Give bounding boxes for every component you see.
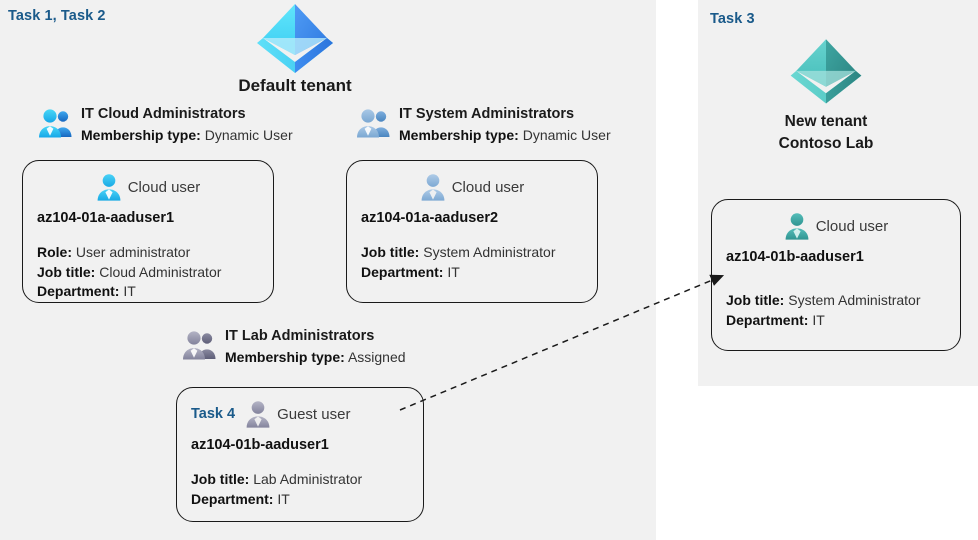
group-membership-value: Assigned <box>347 349 406 365</box>
group-membership-value: Dynamic User <box>204 127 293 143</box>
attr-label: Job title: <box>191 471 250 487</box>
group-name: IT Cloud Administrators <box>81 106 246 122</box>
group-it-lab-administrators: IT Lab Administrators Membership type: A… <box>182 326 406 368</box>
user-type-label: Cloud user <box>127 178 201 196</box>
group-name: IT Lab Administrators <box>225 328 375 344</box>
azure-tenant-icon <box>790 39 862 104</box>
group-membership-label: Membership type: <box>225 349 345 365</box>
cloud-user-icon <box>785 213 809 240</box>
attr-row: Job title: Cloud Administrator <box>37 263 259 283</box>
attr-row: Department: IT <box>191 490 409 510</box>
group-users-icon <box>39 109 72 138</box>
attr-label: Department: <box>37 283 120 299</box>
attr-value: User administrator <box>75 244 191 260</box>
user-principal-name: az104-01b-aaduser1 <box>191 437 329 453</box>
group-membership-type: Membership type: Assigned <box>225 347 406 368</box>
card-header: Task 4 Guest user <box>191 397 409 431</box>
user-principal-name: az104-01a-aaduser2 <box>361 210 499 226</box>
user-card-aaduser2[interactable]: Cloud user az104-01a-aaduser2 Job title:… <box>346 160 598 303</box>
attr-value: Cloud Administrator <box>99 263 222 280</box>
guest-user-icon <box>246 401 270 428</box>
group-name: IT System Administrators <box>399 106 575 122</box>
user-principal-name: az104-01a-aaduser1 <box>37 210 175 226</box>
task-label-1-2: Task 1, Task 2 <box>8 8 106 24</box>
new-tenant-name-line1: New tenant <box>784 113 868 130</box>
attr-value: System Administrator <box>423 244 556 260</box>
attr-value: Lab Administrator <box>253 471 363 487</box>
user-card-guest-aaduser1b[interactable]: Task 4 Guest user az104-01b-aaduser1 Job… <box>176 387 424 522</box>
user-principal-name: az104-01b-aaduser1 <box>726 249 864 265</box>
group-it-cloud-administrators: IT Cloud Administrators Membership type:… <box>38 104 293 146</box>
group-text: IT Cloud Administrators Membership type:… <box>81 104 293 146</box>
cloud-user-icon <box>421 174 445 201</box>
group-membership-label: Membership type: <box>399 127 519 143</box>
user-attributes: Role: User administrator Job title: Clou… <box>37 243 259 302</box>
attr-label: Job title: <box>726 292 785 308</box>
new-tenant-name-line2: Contoso Lab <box>778 135 874 152</box>
attr-value: IT <box>812 311 825 328</box>
attr-row: Role: User administrator <box>37 243 259 263</box>
new-tenant-block: New tenant Contoso Lab <box>736 35 916 155</box>
group-membership-type: Membership type: Dynamic User <box>399 125 611 146</box>
attr-row: Job title: System Administrator <box>361 243 583 263</box>
attr-row: Job title: Lab Administrator <box>191 470 409 490</box>
user-attributes: Job title: System Administrator Departme… <box>726 291 946 330</box>
group-membership-type: Membership type: Dynamic User <box>81 125 293 146</box>
user-attributes: Job title: Lab Administrator Department:… <box>191 470 409 509</box>
user-card-aaduser1[interactable]: Cloud user az104-01a-aaduser1 Role: User… <box>22 160 274 303</box>
attr-row: Department: IT <box>726 311 946 331</box>
group-membership-value: Dynamic User <box>522 127 611 143</box>
attr-label: Job title: <box>37 263 96 280</box>
attr-label: Department: <box>726 311 809 328</box>
attr-label: Department: <box>361 263 444 280</box>
cloud-user-icon <box>97 174 121 201</box>
user-type-label: Cloud user <box>451 178 525 196</box>
attr-label: Role: <box>37 244 72 260</box>
user-card-aaduser1b-new-tenant[interactable]: Cloud user az104-01b-aaduser1 Job title:… <box>711 199 961 351</box>
attr-row: Job title: System Administrator <box>726 291 946 311</box>
attr-row: Department: IT <box>361 263 583 283</box>
task-label-4: Task 4 <box>191 406 236 422</box>
attr-row: Department: IT <box>37 282 259 302</box>
group-membership-label: Membership type: <box>81 127 201 143</box>
user-attributes: Job title: System Administrator Departme… <box>361 243 583 282</box>
card-header: Cloud user <box>361 170 583 204</box>
group-it-system-administrators: IT System Administrators Membership type… <box>356 104 611 146</box>
task-label-3: Task 3 <box>710 11 755 27</box>
default-tenant-name: Default tenant <box>238 76 352 95</box>
attr-label: Job title: <box>361 244 420 260</box>
group-users-icon <box>357 109 390 138</box>
group-users-icon <box>183 331 216 360</box>
card-header: Cloud user <box>37 170 259 204</box>
user-type-label: Guest user <box>277 405 351 423</box>
group-text: IT System Administrators Membership type… <box>399 104 611 146</box>
attr-value: IT <box>277 490 290 507</box>
group-text: IT Lab Administrators Membership type: A… <box>225 326 406 368</box>
attr-label: Department: <box>191 490 274 507</box>
attr-value: IT <box>123 283 136 299</box>
card-header: Cloud user <box>726 209 946 243</box>
attr-value: IT <box>447 263 460 280</box>
attr-value: System Administrator <box>788 292 921 308</box>
user-type-label: Cloud user <box>815 217 889 235</box>
azure-tenant-icon <box>257 4 333 73</box>
default-tenant-block: Default tenant <box>205 0 385 96</box>
new-tenant-name: New tenant Contoso Lab <box>736 111 916 155</box>
